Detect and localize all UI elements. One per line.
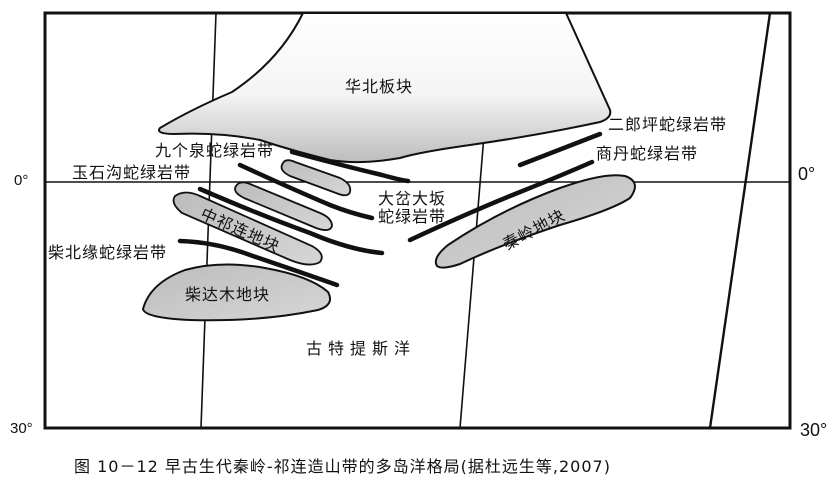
yushigou-belt-line: [237, 162, 375, 221]
label-north-china-plate: 华北板块: [345, 77, 414, 96]
dachadaban-belt-line: [197, 186, 385, 256]
latitude-label-left-30: 30°: [10, 420, 33, 437]
label-paleo-tethys-ocean: 古特提斯洋: [306, 339, 417, 358]
label-yushigou-belt: 玉石沟蛇绿岩带: [72, 163, 192, 182]
sliver-middle: [234, 181, 333, 231]
erlangping-belt-line: [517, 131, 603, 168]
label-dachadaban-belt-line2: 蛇绿岩带: [378, 207, 447, 226]
label-chaibeiyuan-belt: 柴北缘蛇绿岩带: [48, 243, 168, 262]
sliver-upper: [280, 159, 352, 197]
latitude-label-left-0: 0°: [14, 172, 29, 189]
meridian-right: [708, 12, 772, 429]
jiugequan-belt-line: [289, 149, 411, 184]
shangdan-belt-line: [407, 159, 595, 243]
qinling-block: [434, 174, 636, 269]
label-dachadaban-belt-line1: 大岔大坂: [378, 189, 447, 208]
qaidam-block: [141, 263, 331, 322]
label-qaidam-block: 柴达木地块: [185, 285, 271, 304]
latitude-label-right-0: 0°: [798, 164, 816, 184]
central-qilian-block: [172, 191, 323, 266]
figure-caption: 图 10－12 早古生代秦岭-祁连造山带的多岛洋格局(据杜远生等,2007): [74, 457, 611, 476]
latitude-label-right-30: 30°: [800, 420, 828, 440]
chaibeiyuan-belt-line: [177, 238, 340, 288]
label-jiugequan-belt: 九个泉蛇绿岩带: [155, 141, 275, 160]
label-erlangping-belt: 二郎坪蛇绿岩带: [608, 115, 728, 134]
label-shangdan-belt: 商丹蛇绿岩带: [596, 144, 699, 163]
